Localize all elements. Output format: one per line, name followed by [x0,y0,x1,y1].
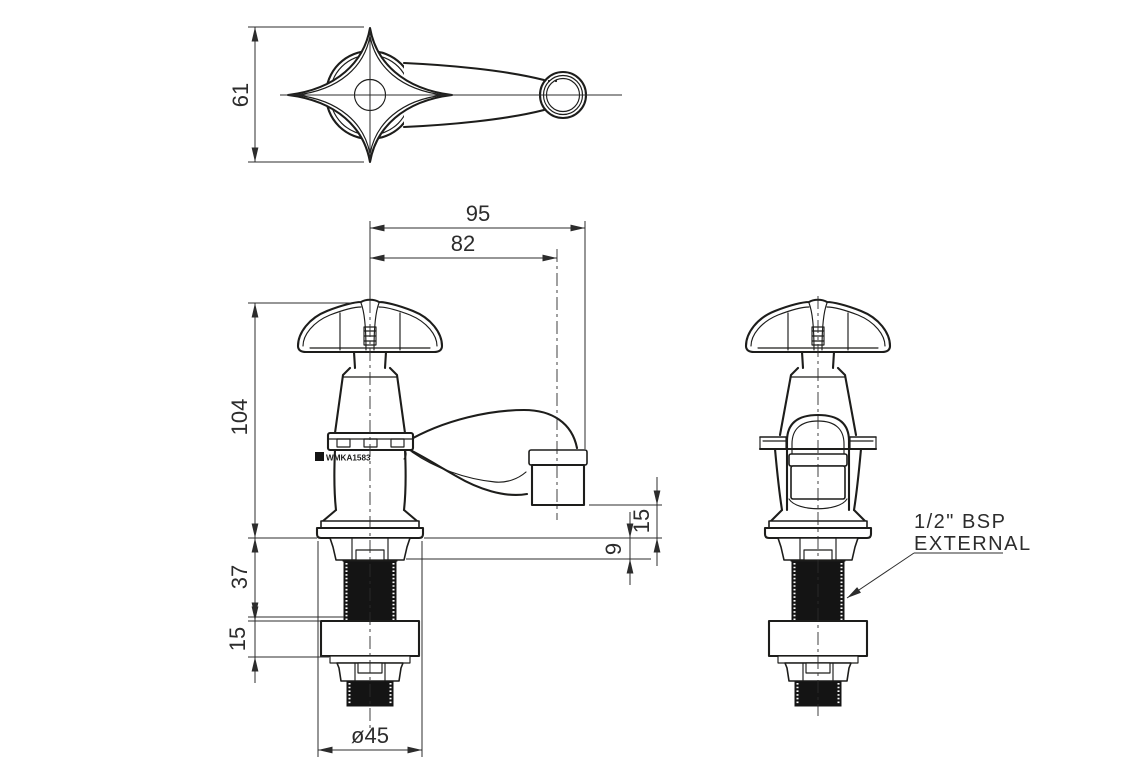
spout-fill [408,410,578,496]
nozzle-body [530,463,586,507]
dim-15-shank-label: 15 [225,627,250,651]
aerator-face [788,498,848,510]
dimension-61: 61 [228,26,364,163]
thread-spec-line1: 1/2" BSP [914,511,1006,533]
dim-82-label: 82 [451,231,475,256]
spout-dome [785,413,851,512]
dim-95-label: 95 [466,201,490,226]
dimension-45: ø45 [317,541,423,757]
spout-bottom-edge [408,448,529,496]
dim-37-label: 37 [227,565,252,589]
dim-15-outlet-label: 15 [629,509,654,533]
dimension-104: 104 [227,302,353,539]
dim-61-label: 61 [228,83,253,107]
leader-line [846,552,915,599]
spout-top-edge [404,408,579,450]
watermark-label: WMKA1583 [315,452,371,463]
base-plate-side [763,526,873,540]
thread-spec-line2: EXTERNAL [914,533,1032,555]
top-view [280,26,622,164]
watermark-text: WMKA1583 [326,454,371,463]
front-view: WMKA1583 [296,249,588,730]
dim-104-label: 104 [227,399,252,436]
dimension-37: 37 [227,538,344,618]
bonnet-flange [326,431,415,452]
dim-9-label: 9 [601,543,626,555]
dimension-9: 9 [406,512,651,585]
dimension-15-shank: 15 [225,595,329,683]
dimension-95: 95 [369,201,586,449]
dim-45-label: ø45 [351,723,389,748]
nozzle-cap [528,449,588,466]
dimension-82: 82 [370,231,557,262]
side-view [744,296,892,716]
thread-callout: 1/2" BSP EXTERNAL [846,511,1032,599]
